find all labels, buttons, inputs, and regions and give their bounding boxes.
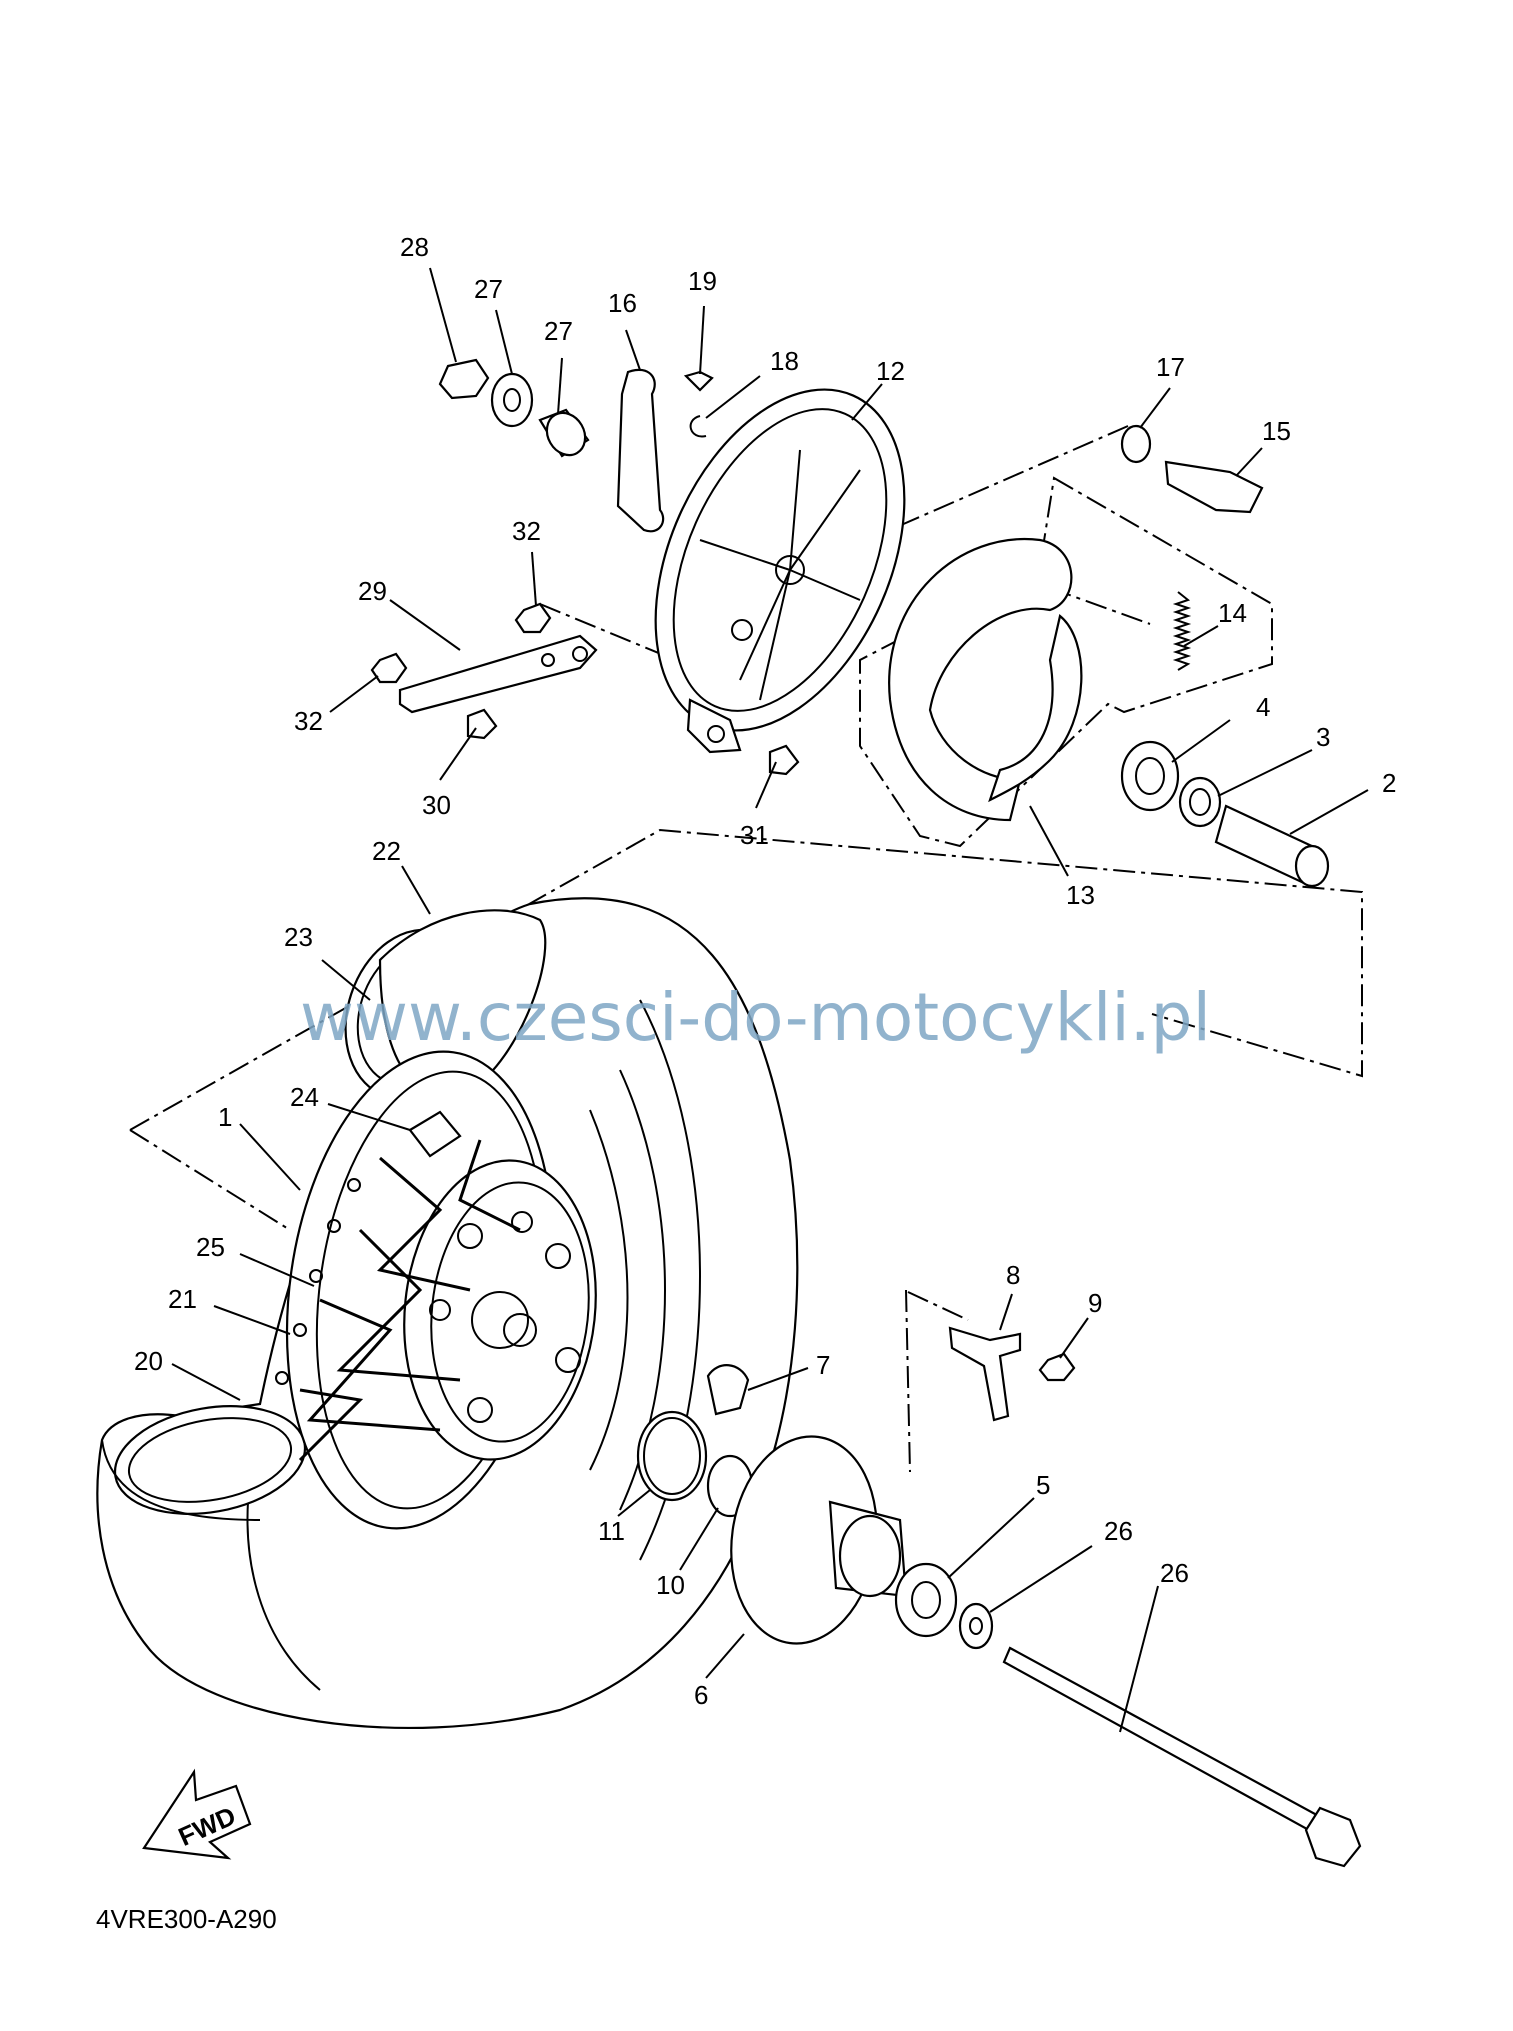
callout-28: 27: [544, 316, 573, 346]
watermark: www.czesci-do-motocykli.pl: [300, 979, 1211, 1056]
callout-14: 14: [1218, 598, 1247, 628]
callout-25: 25: [196, 1232, 225, 1262]
callout-22: 22: [372, 836, 401, 866]
callout-30: 29: [358, 576, 387, 606]
fwd-arrow: FWD: [142, 1768, 252, 1860]
brake-plate-12: [654, 388, 906, 754]
tire-sidewall: [246, 1479, 321, 1691]
callout-21: 21: [168, 1284, 197, 1314]
callout-19: 19: [688, 266, 717, 296]
callout-11: 11: [598, 1516, 625, 1546]
callout-16: 16: [608, 288, 637, 318]
callout-17: 17: [1156, 352, 1185, 382]
tire-valve-24: [408, 1110, 462, 1158]
callout-32-top: 32: [512, 516, 541, 546]
callout-31-right: 31: [740, 820, 769, 850]
callout-18: 18: [770, 346, 799, 376]
callout-29: 28: [400, 232, 429, 262]
callout-8: 8: [1006, 1260, 1020, 1290]
callout-20: 20: [134, 1346, 163, 1376]
diagram-code: 4VRE300-A290: [96, 1904, 277, 1934]
tire-tread-groove: [589, 1109, 629, 1471]
callout-2: 2: [1382, 768, 1396, 798]
callout-3: 3: [1316, 722, 1330, 752]
callout-5: 5: [1036, 1470, 1050, 1500]
callout-27-top: 27: [474, 274, 503, 304]
callout-4: 4: [1256, 692, 1270, 722]
callout-9: 9: [1088, 1288, 1102, 1318]
callout-27-bottom: 26: [1104, 1516, 1133, 1546]
small-parts: [370, 358, 1362, 1868]
tire-lip: [101, 1439, 261, 1521]
callout-10: 10: [656, 1570, 685, 1600]
spokes: [298, 1139, 521, 1462]
callout-23: 23: [284, 922, 313, 952]
callout-1: 1: [218, 1102, 232, 1132]
callouts: 28 27 27 16 19 18 12 17 15 14 4 3 2 13 3…: [134, 232, 1396, 1710]
leader-lines: [171, 267, 1369, 1733]
spring-14: [1172, 591, 1192, 671]
callout-31-left: 30: [422, 790, 451, 820]
callout-7: 7: [816, 1350, 830, 1380]
callout-24: 24: [290, 1082, 319, 1112]
callout-13: 13: [1066, 880, 1095, 910]
callout-32-left: 32: [294, 706, 323, 736]
callout-12: 12: [876, 356, 905, 386]
callout-6: 6: [694, 1680, 708, 1710]
callout-26: 26: [1160, 1558, 1189, 1588]
rear-wheel-assembly: [96, 897, 799, 1729]
callout-15: 15: [1262, 416, 1291, 446]
brake-shoes-13: [888, 537, 1083, 822]
